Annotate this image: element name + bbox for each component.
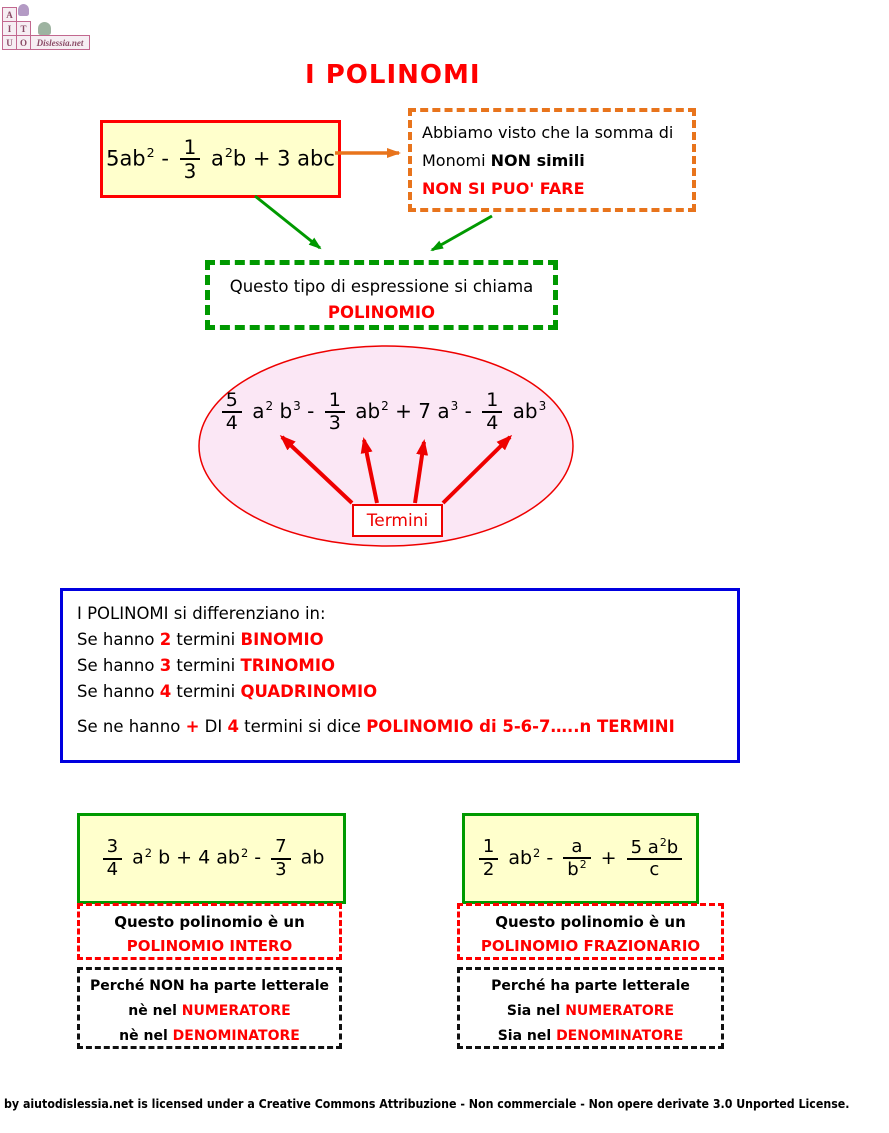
aiutodislessia-logo: A I U T O Dislessia.net [2,2,94,50]
note-line: Abbiamo visto che la somma di [422,123,674,142]
classification-line: Se hanno 4 termini QUADRINOMIO [77,682,378,701]
term-arrow [441,434,513,505]
classification-line: Se hanno 3 termini TRINOMIO [77,656,336,675]
type-line: POLINOMIO INTERO [126,937,293,955]
logo-site-block: Dislessia.net [30,35,90,50]
term-arrow [279,434,354,505]
logo-block-o: O [16,35,31,50]
logo-letter: A [6,9,13,20]
type-line: Questo polinomio è un [114,913,305,931]
logo-letter: O [19,37,27,48]
termini-label: Termini [352,504,443,537]
page-title: I POLINOMI [305,60,481,90]
logo-block-u: U [2,35,17,50]
logo-letter: I [7,23,12,34]
orange-arrow [335,148,401,158]
logo-block-i: I [2,21,17,36]
reason-line: nè nel DENOMINATORE [119,1028,300,1044]
classification-line: Se hanno 2 termini BINOMIO [77,630,324,649]
integer-polynomial-reason-box: Perché NON ha parte letterale nè nel NUM… [77,967,342,1049]
type-line: POLINOMIO FRAZIONARIO [480,937,701,955]
reason-line: Sia nel DENOMINATORE [497,1028,684,1044]
term-arrow [413,439,429,504]
name-line: Questo tipo di espressione si chiama [229,277,534,296]
reason-line: Perché NON ha parte letterale [89,978,330,994]
fractional-polynomial-reason-box: Perché ha parte letterale Sia nel NUMERA… [457,967,724,1049]
logo-child-figure-icon [18,4,29,16]
integer-polynomial-type-box: Questo polinomio è un POLINOMIO INTERO [77,903,342,960]
classification-box: I POLINOMI si differenziano in: Se hanno… [60,588,740,763]
logo-letter: U [6,37,13,48]
classification-line: Se ne hanno + DI 4 termini si dice POLIN… [77,717,675,736]
note-line: Monomi NON simili [422,151,585,170]
reason-line: Sia nel NUMERATORE [506,1003,675,1019]
classification-line: I POLINOMI si differenziano in: [77,604,326,623]
license-text: by aiutodislessia.net is licensed under … [4,1097,850,1111]
note-box: Abbiamo visto che la somma di Monomi NON… [408,108,696,212]
polynomial-name-box: Questo tipo di espressione si chiama POL… [205,260,558,330]
green-arrows [254,194,493,252]
logo-block-a: A [2,7,17,22]
logo-site-text: Dislessia.net [36,37,84,48]
name-line: POLINOMIO [327,303,436,322]
logo-child-figure-icon [38,22,51,35]
terms-ellipse [198,345,574,547]
reason-line: Perché ha parte letterale [491,978,690,994]
logo-letter: T [20,23,27,34]
fractional-polynomial-type-box: Questo polinomio è un POLINOMIO FRAZIONA… [457,903,724,960]
logo-block-t: T [16,21,31,36]
type-line: Questo polinomio è un [495,913,686,931]
reason-line: nè nel NUMERATORE [128,1003,291,1019]
note-line: NON SI PUO' FARE [422,179,585,198]
term-arrow [360,437,379,504]
